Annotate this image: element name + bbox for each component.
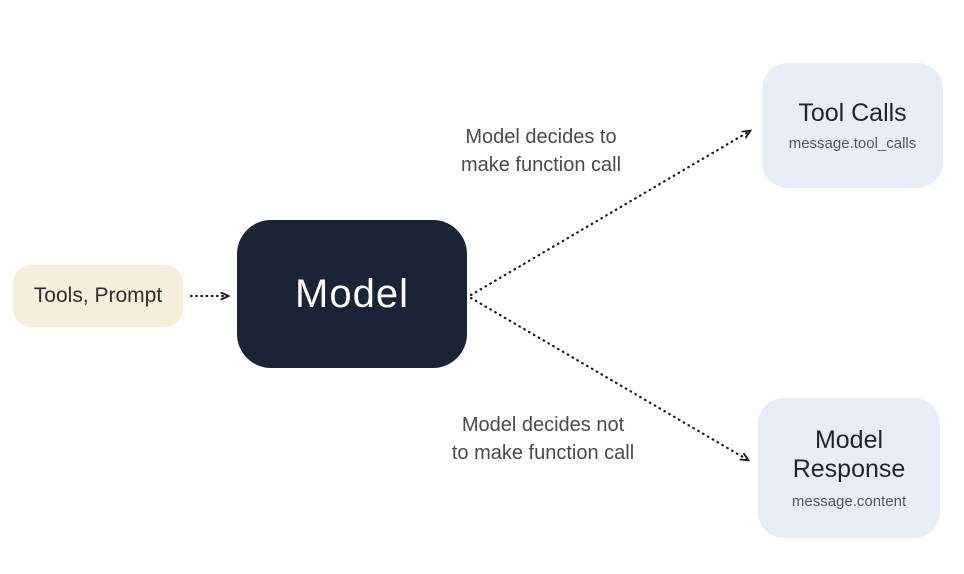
tools-prompt-label: Tools, Prompt bbox=[33, 284, 163, 307]
model-response-subtitle: message.content bbox=[791, 493, 907, 511]
tool-calls-node: Tool Calls message.tool_calls bbox=[762, 63, 943, 188]
edge-label-model-response-line2: to make function call bbox=[451, 442, 635, 464]
edge-label-model-response: Model decides not to make function call bbox=[418, 411, 668, 467]
edge-label-tool-calls-line2: make function call bbox=[460, 154, 622, 176]
edge-label-tool-calls: Model decides to make function call bbox=[416, 123, 666, 179]
tool-calls-title: Tool Calls bbox=[798, 98, 907, 127]
edge-label-model-response-line1: Model decides not bbox=[461, 414, 625, 436]
model-response-title: Model Response bbox=[792, 425, 906, 483]
model-response-node: Model Response message.content bbox=[758, 398, 940, 538]
tools-prompt-node: Tools, Prompt bbox=[13, 265, 183, 327]
tool-calls-subtitle: message.tool_calls bbox=[788, 135, 917, 153]
model-node: Model bbox=[237, 220, 467, 368]
model-label: Model bbox=[295, 271, 409, 316]
edge-label-tool-calls-line1: Model decides to bbox=[465, 126, 617, 148]
